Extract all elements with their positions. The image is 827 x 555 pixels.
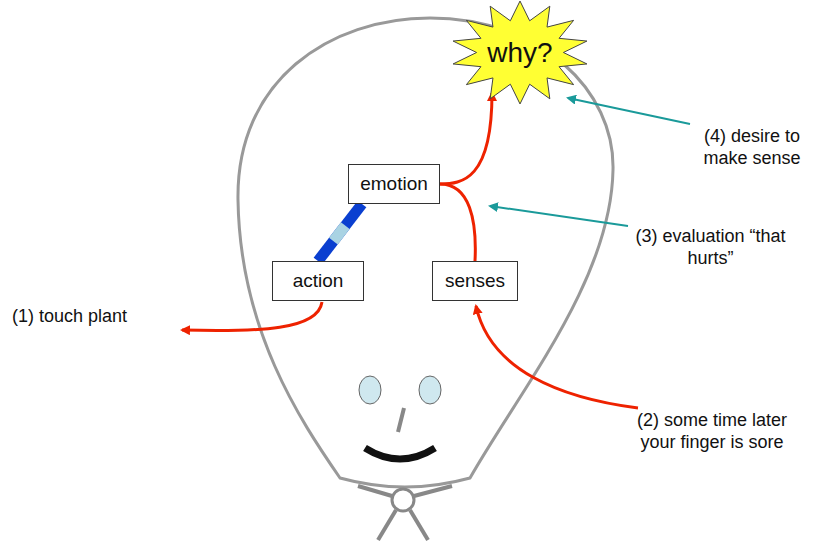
process-box: action: [272, 261, 364, 301]
leader-arrow: [476, 306, 638, 408]
nose: [398, 408, 404, 432]
mouth: [365, 448, 435, 459]
callout-label: (4) desire to make sense: [690, 126, 814, 169]
eye: [359, 376, 381, 404]
box-label: action: [293, 270, 344, 292]
pointer-arrow: [490, 206, 628, 226]
neck: [392, 489, 414, 511]
burst-text: why?: [487, 37, 552, 69]
callout-label: (3) evaluation “that hurts”: [628, 226, 793, 269]
limb: [414, 486, 452, 496]
connector: [440, 184, 475, 261]
box-label: senses: [445, 270, 505, 292]
connector: [440, 93, 492, 184]
box-label: emotion: [360, 173, 428, 195]
head-outline: [238, 18, 613, 487]
callout-label: (2) some time later your finger is sore: [632, 410, 792, 453]
limb: [410, 510, 428, 540]
leader-arrow: [182, 302, 322, 331]
limb: [378, 510, 396, 540]
eye: [419, 376, 441, 404]
limb: [358, 486, 392, 496]
callout-label: (1) touch plant: [12, 306, 127, 328]
process-box: emotion: [348, 164, 440, 204]
pointer-arrow: [568, 98, 690, 124]
connector: [318, 204, 362, 261]
starburst: why?: [450, 0, 590, 105]
process-box: senses: [432, 261, 518, 301]
